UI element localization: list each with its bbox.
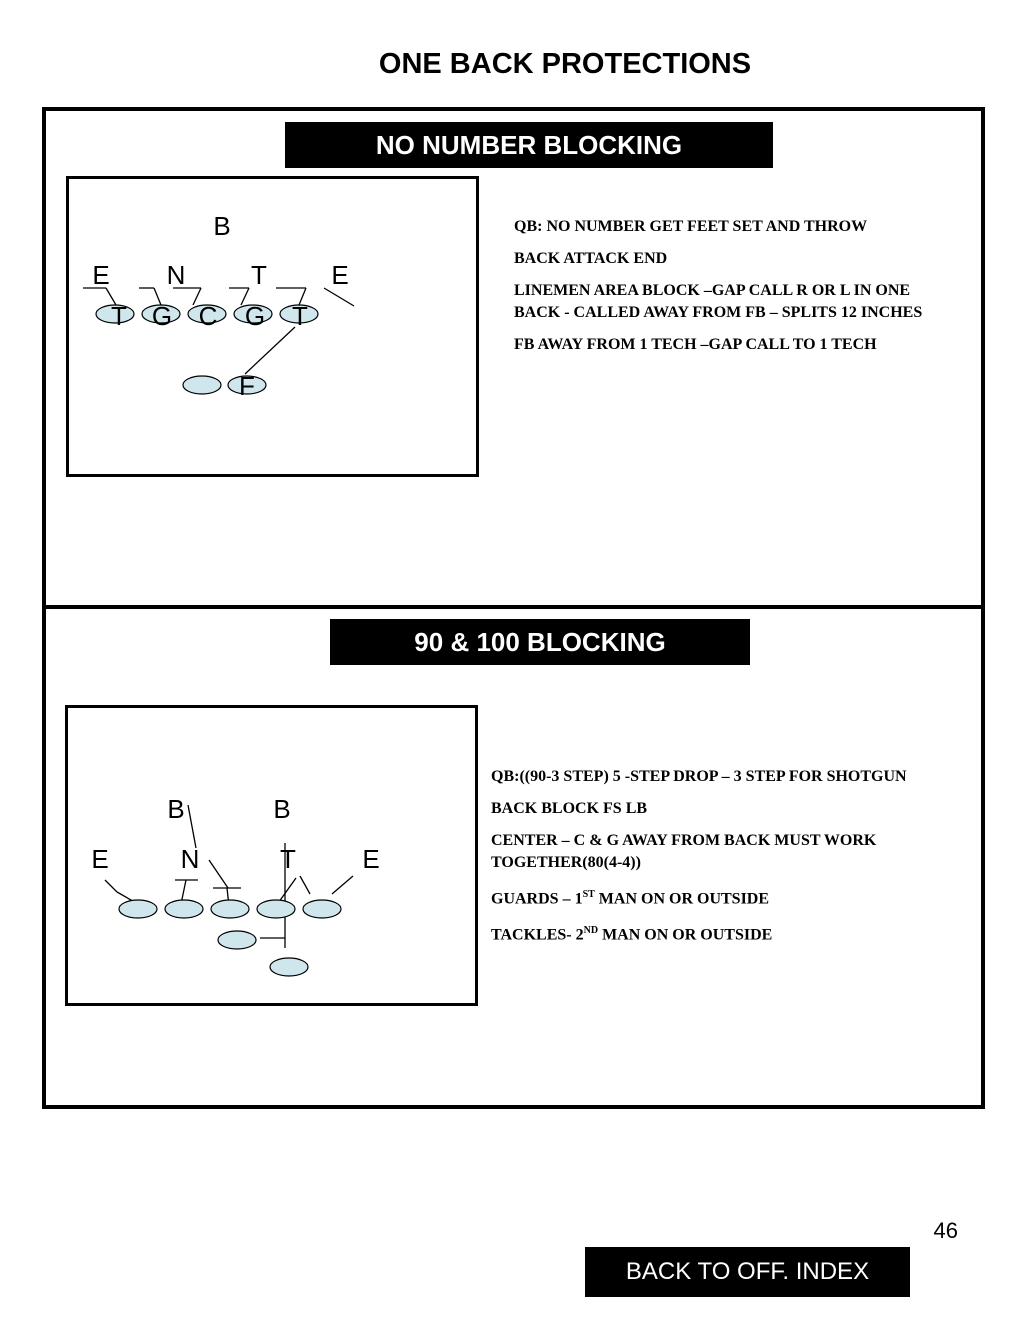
protections-frame (42, 107, 985, 1109)
back-label: B (273, 794, 290, 824)
note-line: TACKLES- 2ND MAN ON OR OUTSIDE (491, 920, 911, 946)
defense-label: E (92, 260, 109, 290)
fullback-label: F (239, 371, 255, 401)
ninety-hundred-blocking-notes: QB:((90-3 STEP) 5 -STEP DROP – 3 STEP FO… (491, 766, 911, 957)
note-text: TACKLES- 2 (491, 926, 584, 944)
note-line: CENTER – C & G AWAY FROM BACK MUST WORK … (491, 832, 877, 871)
note-line: QB:((90-3 STEP) 5 -STEP DROP – 3 STEP FO… (491, 768, 907, 785)
offense-label: T (111, 301, 127, 331)
page-title: ONE BACK PROTECTIONS (378, 48, 752, 80)
ordinal-suffix: ST (582, 889, 595, 900)
defense-label: T (280, 844, 296, 874)
note-line: BACK BLOCK FS LB (491, 800, 648, 817)
defense-label: E (331, 260, 348, 290)
defense-label: E (362, 844, 379, 874)
note-text: MAN ON OR OUTSIDE (598, 926, 773, 944)
note-line: QB: NO NUMBER GET FEET SET AND THROW (514, 218, 868, 235)
back-to-offense-index-button[interactable]: BACK TO OFF. INDEX (585, 1247, 910, 1297)
ninety-hundred-blocking-diagram: B B E N T E (65, 705, 478, 1006)
defense-label: N (181, 844, 200, 874)
page-number: 46 (933, 1218, 958, 1243)
note-line: FB AWAY FROM 1 TECH –GAP CALL TO 1 TECH (514, 336, 877, 353)
section-divider (46, 605, 981, 609)
defense-label: E (91, 844, 108, 874)
back-label: B (213, 211, 230, 241)
no-number-blocking-diagram: B E N T E T G C G T F (66, 176, 479, 477)
note-line: GUARDS – 1ST MAN ON OR OUTSIDE (491, 884, 911, 910)
note-text: GUARDS – 1 (491, 890, 583, 908)
offense-label: G (152, 301, 172, 331)
defense-label: T (251, 260, 267, 290)
no-number-blocking-notes: QB: NO NUMBER GET FEET SET AND THROW BAC… (514, 216, 924, 366)
ordinal-suffix: ND (583, 925, 599, 937)
offense-label: T (292, 301, 308, 331)
no-number-blocking-banner: NO NUMBER BLOCKING (285, 122, 773, 168)
offense-label: C (199, 301, 218, 331)
note-line: LINEMEN AREA BLOCK –GAP CALL R OR L IN O… (514, 282, 923, 321)
defense-label: N (167, 260, 186, 290)
back-label: B (167, 794, 184, 824)
ninety-hundred-blocking-banner: 90 & 100 BLOCKING (330, 619, 750, 665)
note-text: MAN ON OR OUTSIDE (594, 890, 770, 908)
offense-label: G (245, 301, 265, 331)
note-line: BACK ATTACK END (514, 250, 668, 267)
